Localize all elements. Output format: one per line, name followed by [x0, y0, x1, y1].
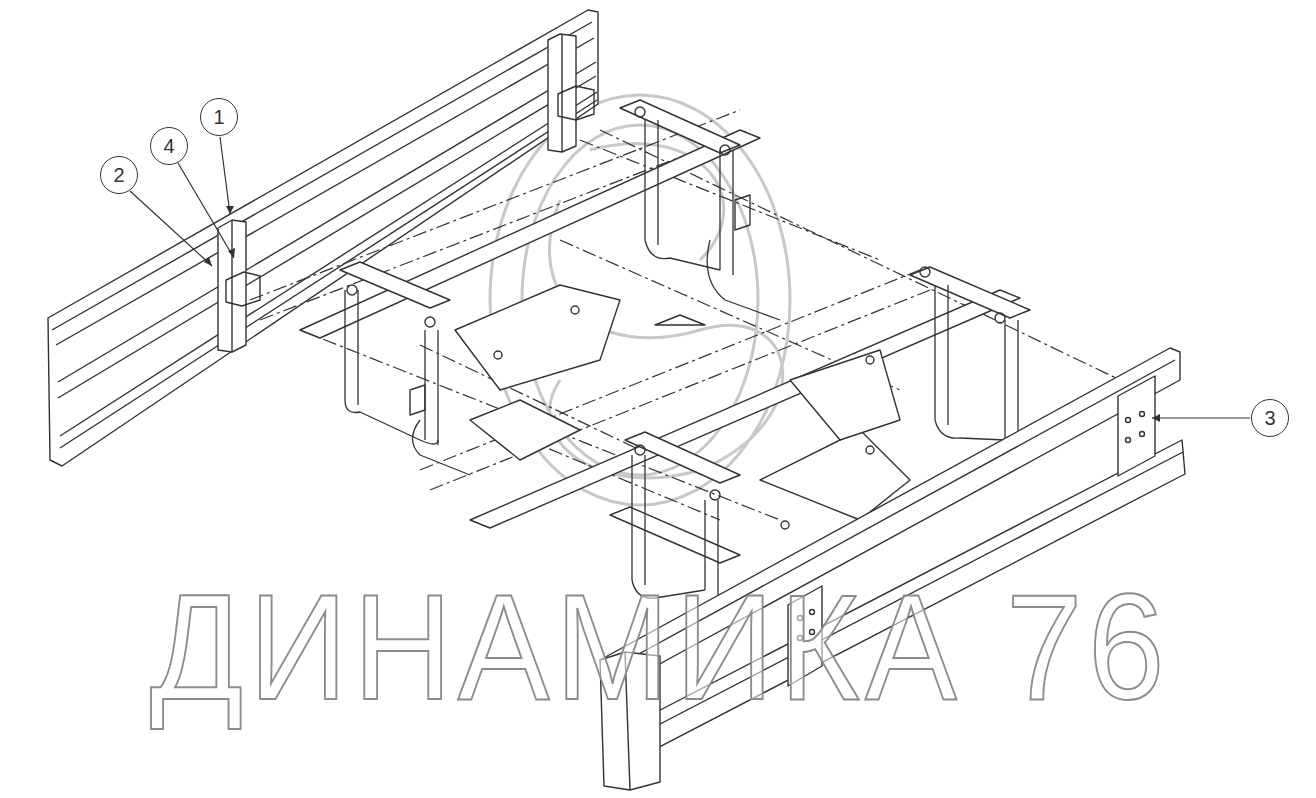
callout-circle: 2 — [100, 156, 138, 194]
callout-number: 4 — [163, 136, 174, 156]
callout-circle: 3 — [1251, 399, 1289, 437]
callout-circle: 1 — [200, 98, 238, 136]
callout-number: 3 — [1264, 408, 1275, 428]
callout-circle: 4 — [150, 127, 188, 165]
watermark-text: ДИНАМИКА 76 — [150, 572, 1170, 722]
callout-number: 1 — [213, 107, 224, 127]
callout-number: 2 — [113, 165, 124, 185]
